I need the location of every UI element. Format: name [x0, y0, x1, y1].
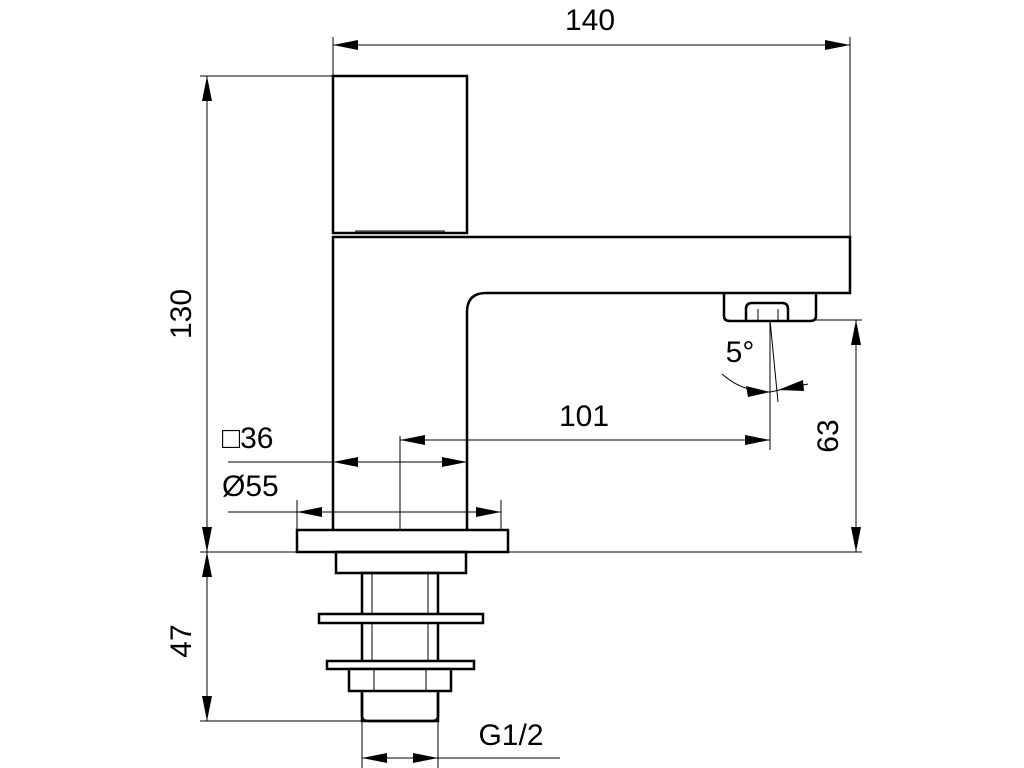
base-flange [295, 528, 510, 554]
aerator-insert [744, 301, 790, 321]
label-shank-length: 47 [165, 624, 198, 657]
arrow-140-right [825, 40, 850, 50]
dimension-labels: 140 130 47 63 101 □36 Ø55 G1/2 5° [165, 4, 845, 752]
arrow-101-left [400, 435, 425, 445]
arrow-101-right [745, 435, 770, 445]
label-overall-width: 140 [565, 4, 615, 37]
arrow-angle-left [746, 386, 770, 397]
arrow-63-bottom [851, 527, 861, 552]
arrow-130-bottom [202, 527, 212, 552]
thread-end [360, 691, 440, 723]
label-spout-height: 63 [812, 419, 845, 452]
arrow-thread-right [413, 753, 438, 763]
arrow-angle-right [778, 380, 804, 391]
arrow-140-left [333, 40, 358, 50]
shank [360, 571, 440, 723]
arrow-63-top [851, 320, 861, 345]
label-thread: G1/2 [478, 719, 543, 752]
dimension-lines [202, 40, 861, 763]
label-spray-angle: 5° [726, 336, 755, 369]
center-lines [399, 319, 779, 530]
arrow-47-bottom [202, 696, 212, 721]
arrow-55-left [297, 507, 322, 517]
arrow-36-left [333, 457, 358, 467]
aerator [722, 293, 818, 323]
faucet-body [331, 235, 852, 530]
label-base-diameter: Ø55 [222, 470, 279, 503]
arrow-thread-left [362, 753, 387, 763]
spray-angle-line [769, 319, 779, 403]
faucet-outline [295, 74, 852, 723]
arrow-130-top [202, 76, 212, 101]
label-overall-height: 130 [165, 289, 198, 339]
handle [331, 74, 469, 235]
arrow-47-top [202, 552, 212, 577]
extension-lines [200, 37, 862, 768]
dim-angle-arc [721, 373, 771, 393]
arrow-55-right [476, 507, 501, 517]
label-body-square: □36 [222, 422, 274, 455]
arrow-36-right [442, 457, 467, 467]
label-spout-reach: 101 [559, 400, 609, 433]
neck [334, 550, 468, 575]
nut [347, 667, 453, 693]
washer-upper [317, 612, 485, 625]
